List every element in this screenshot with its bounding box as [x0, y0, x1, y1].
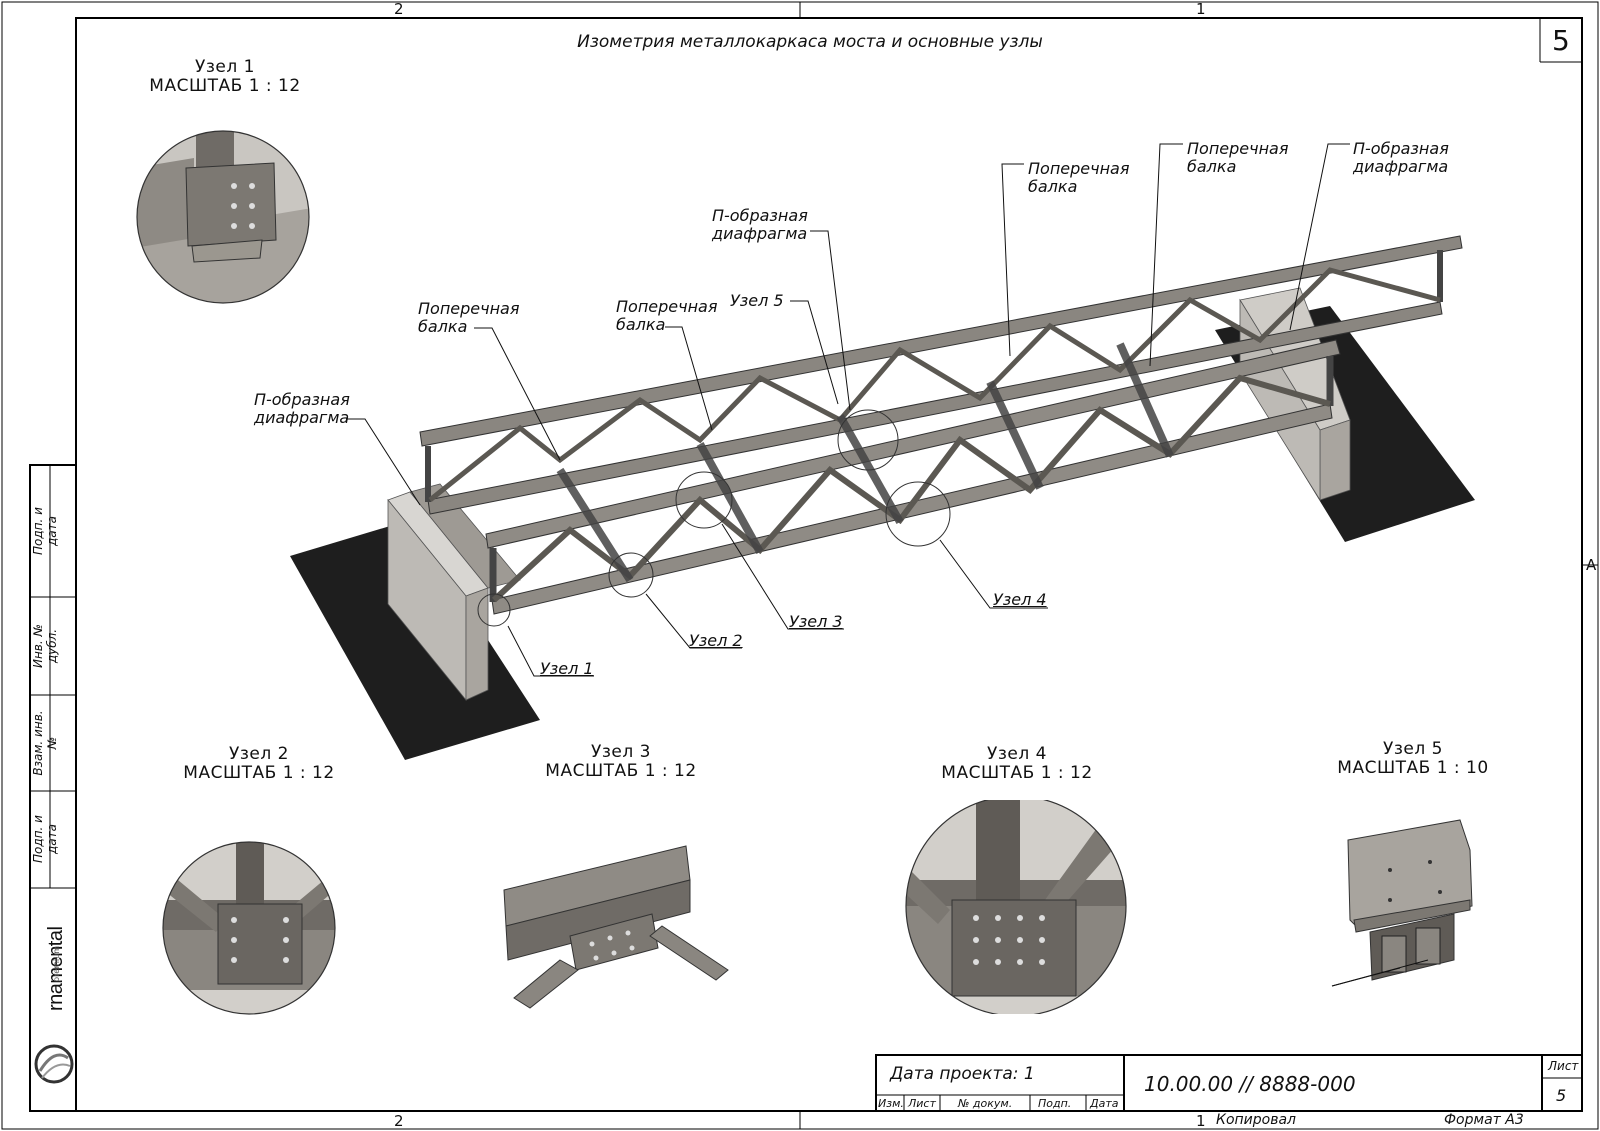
col-list: Лист	[908, 1097, 936, 1110]
drawing-title: Изометрия металлокаркаса моста и основны…	[577, 32, 1043, 52]
callout-line-1: П-образная	[712, 206, 808, 225]
node-scale: МАСШТАБ 1 : 12	[941, 763, 1093, 783]
node-circles	[477, 409, 951, 627]
callout-uzel5-main: Узел 5	[730, 291, 784, 310]
callout-uzel2-main: Узел 2	[689, 631, 743, 650]
zone-label-right: A	[1586, 556, 1597, 574]
node-circle-5	[837, 409, 899, 471]
node-circle-4	[885, 481, 951, 547]
sheet-number: 5	[1552, 24, 1570, 57]
callout-beam-3: Поперечная балка	[1028, 160, 1129, 196]
node-scale: МАСШТАБ 1 : 10	[1337, 758, 1489, 778]
node-5-title: Узел 5 МАСШТАБ 1 : 10	[1328, 740, 1498, 778]
leader-lines	[346, 143, 1350, 677]
col-izm: Изм.	[878, 1097, 904, 1110]
node-2-title: Узел 2 МАСШТАБ 1 : 12	[174, 745, 344, 783]
callout-diaphragm-left: П-образная диафрагма	[254, 391, 350, 427]
node-1-title: Узел 1 МАСШТАБ 1 : 12	[140, 58, 310, 96]
company-logo: rnamental premium	[30, 888, 76, 1111]
cross-beams	[556, 342, 1174, 583]
node-name: Узел 3	[591, 742, 651, 762]
format-label: Формат А3	[1444, 1112, 1524, 1128]
node-scale: МАСШТАБ 1 : 12	[183, 763, 335, 783]
col-podp: Подп.	[1038, 1097, 1072, 1110]
callout-uzel4-main: Узел 4	[993, 590, 1047, 609]
callout-line-2: балка	[616, 315, 666, 334]
callout-uzel1-main: Узел 1	[540, 659, 594, 678]
node-circle-1	[477, 593, 511, 627]
callout-line-2: балка	[1028, 177, 1078, 196]
node-1-detail	[136, 130, 310, 304]
list-value: 5	[1556, 1086, 1567, 1105]
callout-line-1: Поперечная	[616, 297, 718, 316]
callout-line-2: диафрагма	[1353, 157, 1449, 176]
truss-far-diagonals	[428, 267, 1441, 502]
callout-line-2: балка	[1187, 157, 1237, 176]
node-4-title: Узел 4 МАСШТАБ 1 : 12	[932, 745, 1102, 783]
callout-diaphragm-mid: П-образная диафрагма	[712, 207, 808, 243]
callout-line-1: П-образная	[1353, 139, 1449, 158]
list-label: Лист	[1548, 1059, 1579, 1073]
callout-uzel3-main: Узел 3	[789, 612, 843, 631]
callout-beam-2: Поперечная балка	[616, 298, 717, 334]
callout-beam-1: Поперечная балка	[418, 300, 519, 336]
callout-diaphragm-right: П-образная диафрагма	[1353, 140, 1449, 176]
truss-far	[419, 235, 1463, 515]
node-scale: МАСШТАБ 1 : 12	[149, 76, 301, 96]
callout-line-1: Поперечная	[418, 299, 520, 318]
col-doc: № докум.	[958, 1097, 1013, 1110]
zone-label-bottom-left: 2	[394, 1112, 404, 1130]
node-scale: МАСШТАБ 1 : 12	[545, 761, 697, 781]
ground-pad-left	[290, 520, 540, 760]
node-circle-2	[608, 552, 654, 598]
node-3-detail	[503, 845, 729, 1009]
col-data: Дата	[1090, 1097, 1119, 1110]
node-3-title: Узел 3 МАСШТАБ 1 : 12	[536, 743, 706, 781]
callout-line-1: Поперечная	[1187, 139, 1289, 158]
project-date: Дата проекта: 1	[890, 1064, 1035, 1084]
node-4-detail	[905, 800, 1127, 1014]
logo-mark-icon	[34, 1044, 74, 1084]
callout-line-2: балка	[418, 317, 468, 336]
callout-beam-4: Поперечная балка	[1187, 140, 1288, 176]
copied-label: Копировал	[1216, 1112, 1296, 1128]
node-circle-3	[675, 471, 733, 529]
node-name: Узел 4	[987, 744, 1047, 764]
node-name: Узел 5	[1383, 739, 1443, 759]
callout-line-1: П-образная	[254, 390, 350, 409]
node-2-detail	[162, 841, 336, 1015]
zone-label-bottom-right: 1	[1196, 1112, 1206, 1130]
zone-label-top-left: 2	[394, 0, 404, 18]
zone-label-top-right: 1	[1196, 0, 1206, 18]
node-name: Узел 2	[229, 744, 289, 764]
callout-line-1: Поперечная	[1028, 159, 1130, 178]
node-name: Узел 1	[195, 57, 255, 77]
node-5-detail	[1331, 819, 1473, 987]
drawing-designation: 10.00.00 // 8888-000	[1144, 1072, 1356, 1096]
callout-line-2: диафрагма	[254, 408, 350, 427]
callout-line-2: диафрагма	[712, 224, 808, 243]
